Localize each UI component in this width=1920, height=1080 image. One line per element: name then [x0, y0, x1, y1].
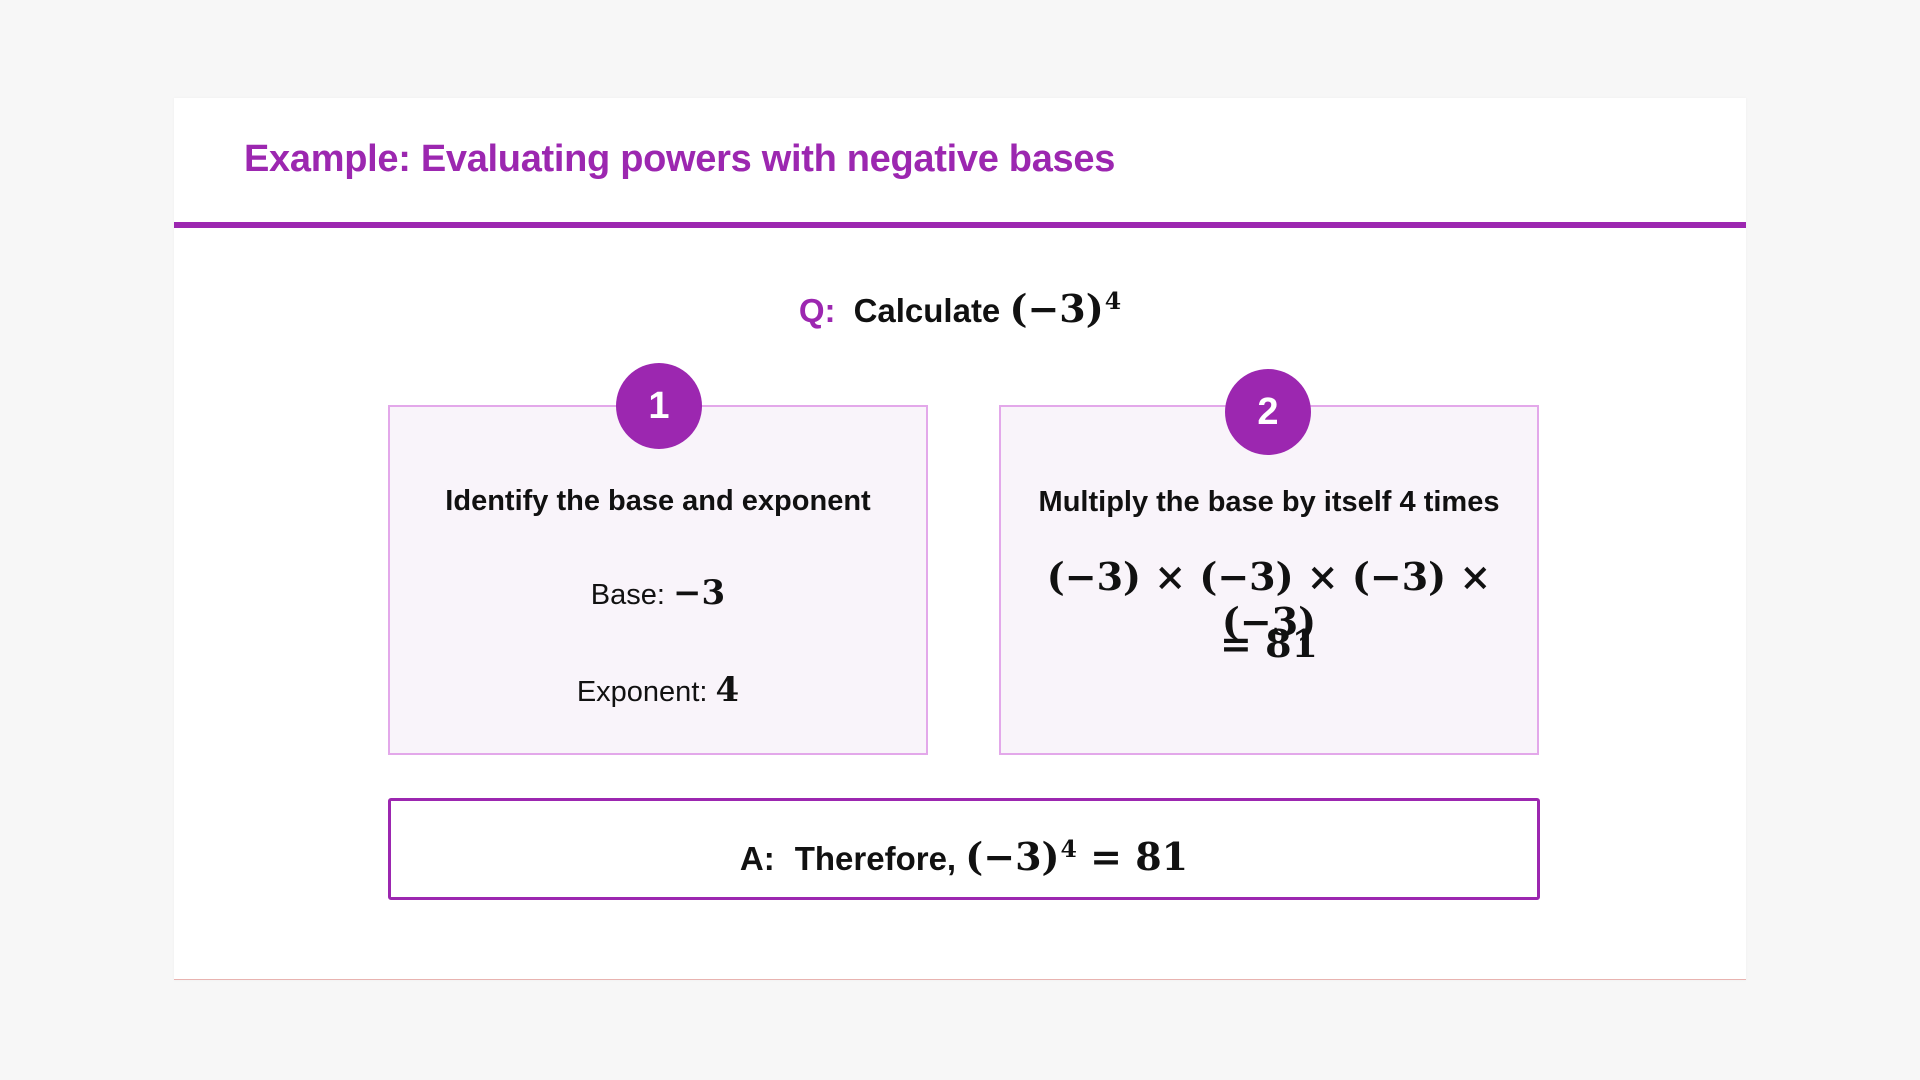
answer-expression-base: (−3): [965, 833, 1060, 879]
question-expression: (−3)4: [1009, 286, 1121, 331]
exponent-label: Exponent:: [576, 676, 708, 708]
question-label: Q:: [798, 291, 836, 329]
answer-label: A:: [739, 839, 775, 877]
question-expression-base: (−3): [1009, 285, 1104, 331]
slide-title: Example: Evaluating powers with negative…: [244, 138, 1116, 180]
answer-text: Therefore,: [794, 839, 957, 877]
step-1-base-line: Base: −3: [390, 573, 926, 613]
question-text: Calculate: [853, 291, 1001, 329]
step-1-badge: 1: [616, 363, 702, 449]
step-2-card: 2 Multiply the base by itself 4 times (−…: [999, 369, 1539, 755]
step-1-heading: Identify the base and exponent: [445, 485, 871, 517]
answer-box: A: Therefore, (−3)4 = 81: [388, 798, 1540, 900]
exponent-value: 4: [715, 670, 740, 710]
answer-expression-result: = 81: [1090, 833, 1189, 879]
base-label: Base:: [590, 579, 665, 611]
question-line: Q: Calculate (−3)4: [174, 278, 1746, 334]
slide-card: Example: Evaluating powers with negative…: [174, 98, 1746, 980]
step-2-badge: 2: [1225, 369, 1311, 455]
step-2-heading: Multiply the base by itself 4 times: [1038, 486, 1500, 518]
step-2-expression: (−3) × (−3) × (−3) × (−3): [1046, 554, 1492, 644]
base-value: −3: [673, 573, 726, 613]
question-expression-exponent: 4: [1104, 287, 1122, 315]
step-1-exponent-line: Exponent: 4: [390, 670, 926, 710]
title-underline: [174, 222, 1746, 228]
answer-expression: (−3)4 = 81: [965, 834, 1188, 879]
step-2-result: = 81: [1220, 621, 1318, 666]
step-1-card: 1 Identify the base and exponent Base: −…: [388, 363, 928, 755]
answer-expression-exponent: 4: [1060, 835, 1077, 863]
